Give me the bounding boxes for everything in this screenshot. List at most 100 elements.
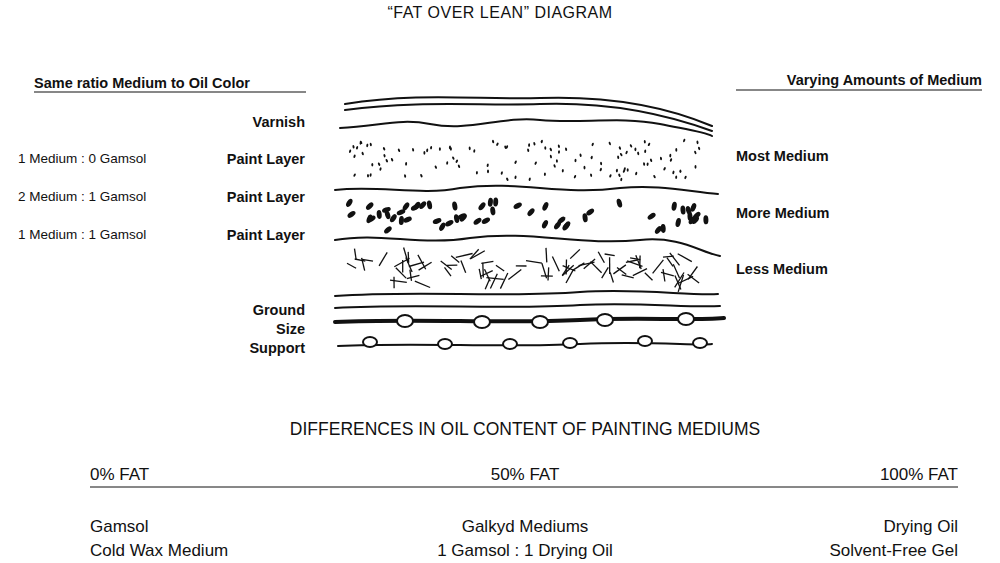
texture-mark	[544, 146, 546, 150]
texture-mark	[692, 211, 702, 221]
texture-mark	[473, 149, 475, 153]
texture-mark	[369, 173, 372, 177]
texture-mark	[439, 147, 441, 151]
texture-mark	[643, 162, 646, 166]
texture-mark	[629, 144, 632, 148]
layer-label: Paint Layer	[227, 151, 305, 168]
texture-mark	[550, 155, 553, 159]
texture-mark	[506, 177, 509, 181]
texture-mark	[645, 273, 653, 280]
texture-mark	[527, 148, 530, 152]
texture-mark	[633, 269, 647, 276]
texture-mark	[402, 216, 412, 224]
texture-mark	[680, 205, 686, 214]
texture-mark	[423, 151, 425, 155]
texture-mark	[574, 159, 576, 163]
texture-mark	[526, 261, 542, 264]
texture-mark	[671, 201, 677, 211]
texture-mark	[679, 169, 681, 173]
layer-label: Galkyd Mediums	[462, 517, 589, 537]
texture-mark	[646, 212, 656, 221]
texture-mark	[496, 142, 499, 146]
texture-mark	[675, 218, 682, 228]
texture-mark	[472, 217, 482, 226]
texture-mark	[590, 156, 593, 160]
layer-label: Paint Layer	[227, 227, 305, 244]
texture-mark	[366, 214, 376, 223]
texture-mark	[385, 159, 388, 163]
texture-mark	[418, 255, 426, 269]
texture-mark	[558, 150, 560, 154]
texture-mark	[479, 269, 481, 279]
texture-mark	[678, 276, 693, 283]
texture-mark	[457, 164, 460, 168]
texture-mark	[667, 258, 673, 267]
texture-mark	[379, 167, 382, 171]
texture-mark	[590, 262, 601, 273]
texture-mark	[384, 210, 391, 220]
texture-mark	[620, 178, 622, 182]
texture-mark	[476, 171, 478, 175]
texture-mark	[426, 200, 432, 210]
texture-mark	[636, 255, 641, 269]
texture-mark	[446, 161, 448, 165]
texture-mark	[369, 143, 372, 147]
texture-mark	[366, 143, 369, 147]
texture-mark	[353, 173, 356, 177]
texture-mark	[696, 140, 698, 144]
texture-mark	[625, 150, 628, 154]
texture-mark	[616, 198, 623, 208]
texture-mark	[355, 249, 357, 260]
texture-mark	[672, 170, 675, 174]
texture-mark	[492, 140, 495, 144]
texture-mark	[404, 174, 407, 178]
texture-mark	[485, 279, 489, 289]
texture-mark	[688, 267, 697, 280]
texture-mark	[516, 265, 527, 266]
layer-label: Drying Oil	[883, 517, 958, 537]
layer-label: 2 Medium : 1 Gamsol	[18, 189, 146, 205]
texture-mark	[526, 207, 536, 217]
texture-mark	[376, 210, 382, 219]
texture-mark	[540, 140, 543, 144]
texture-mark	[410, 270, 412, 281]
texture-mark	[359, 140, 363, 144]
texture-mark	[570, 249, 580, 258]
texture-mark	[504, 145, 507, 149]
texture-mark	[685, 205, 693, 215]
texture-mark	[534, 161, 537, 165]
layer-label: 1 Medium : 0 Gamsol	[18, 151, 146, 167]
texture-mark	[663, 269, 665, 281]
texture-mark	[590, 173, 593, 177]
texture-mark	[660, 224, 665, 233]
texture-mark	[562, 265, 569, 275]
texture-mark	[598, 252, 604, 263]
texture-mark	[455, 159, 458, 163]
texture-mark	[426, 148, 428, 152]
texture-mark	[496, 265, 504, 271]
texture-mark	[402, 260, 403, 273]
texture-mark	[383, 225, 393, 235]
texture-mark	[477, 201, 487, 211]
texture-mark	[599, 168, 602, 172]
texture-mark	[377, 162, 380, 166]
texture-mark	[513, 201, 523, 210]
texture-mark	[349, 149, 352, 153]
texture-mark	[609, 174, 612, 178]
texture-mark	[623, 167, 626, 171]
texture-mark	[500, 273, 507, 289]
texture-mark	[591, 142, 594, 146]
texture-mark	[646, 162, 648, 166]
texture-mark	[583, 166, 585, 170]
texture-mark	[367, 174, 369, 178]
layer-label: 1 Gamsol : 1 Drying Oil	[437, 541, 613, 561]
layer-label: Varnish	[253, 114, 305, 131]
texture-mark	[626, 260, 637, 262]
texture-mark	[430, 146, 432, 150]
texture-mark	[663, 167, 666, 171]
texture-mark	[481, 216, 491, 225]
texture-mark	[397, 148, 400, 152]
texture-mark	[669, 154, 671, 158]
texture-mark	[533, 142, 536, 146]
texture-mark	[365, 201, 375, 211]
